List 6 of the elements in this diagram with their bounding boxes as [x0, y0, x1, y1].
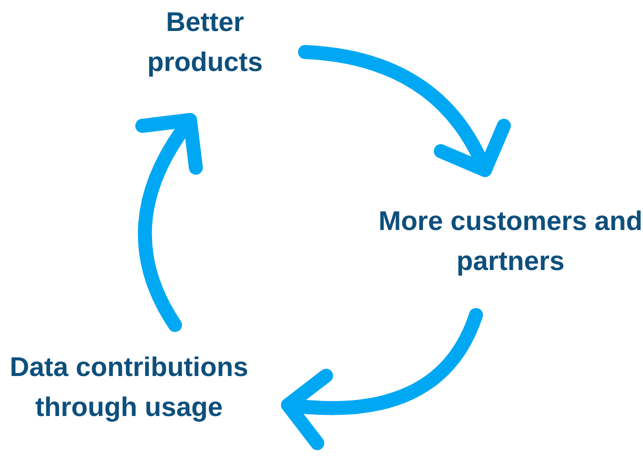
cycle-step-label: Data contributions through usage [8, 351, 250, 424]
curved-arrow [298, 45, 509, 177]
curved-arrow [136, 113, 205, 332]
cycle-step-label: More customers and partners [378, 205, 643, 278]
curved-arrow [281, 308, 483, 450]
cycle-step-label: Better products [146, 6, 264, 79]
